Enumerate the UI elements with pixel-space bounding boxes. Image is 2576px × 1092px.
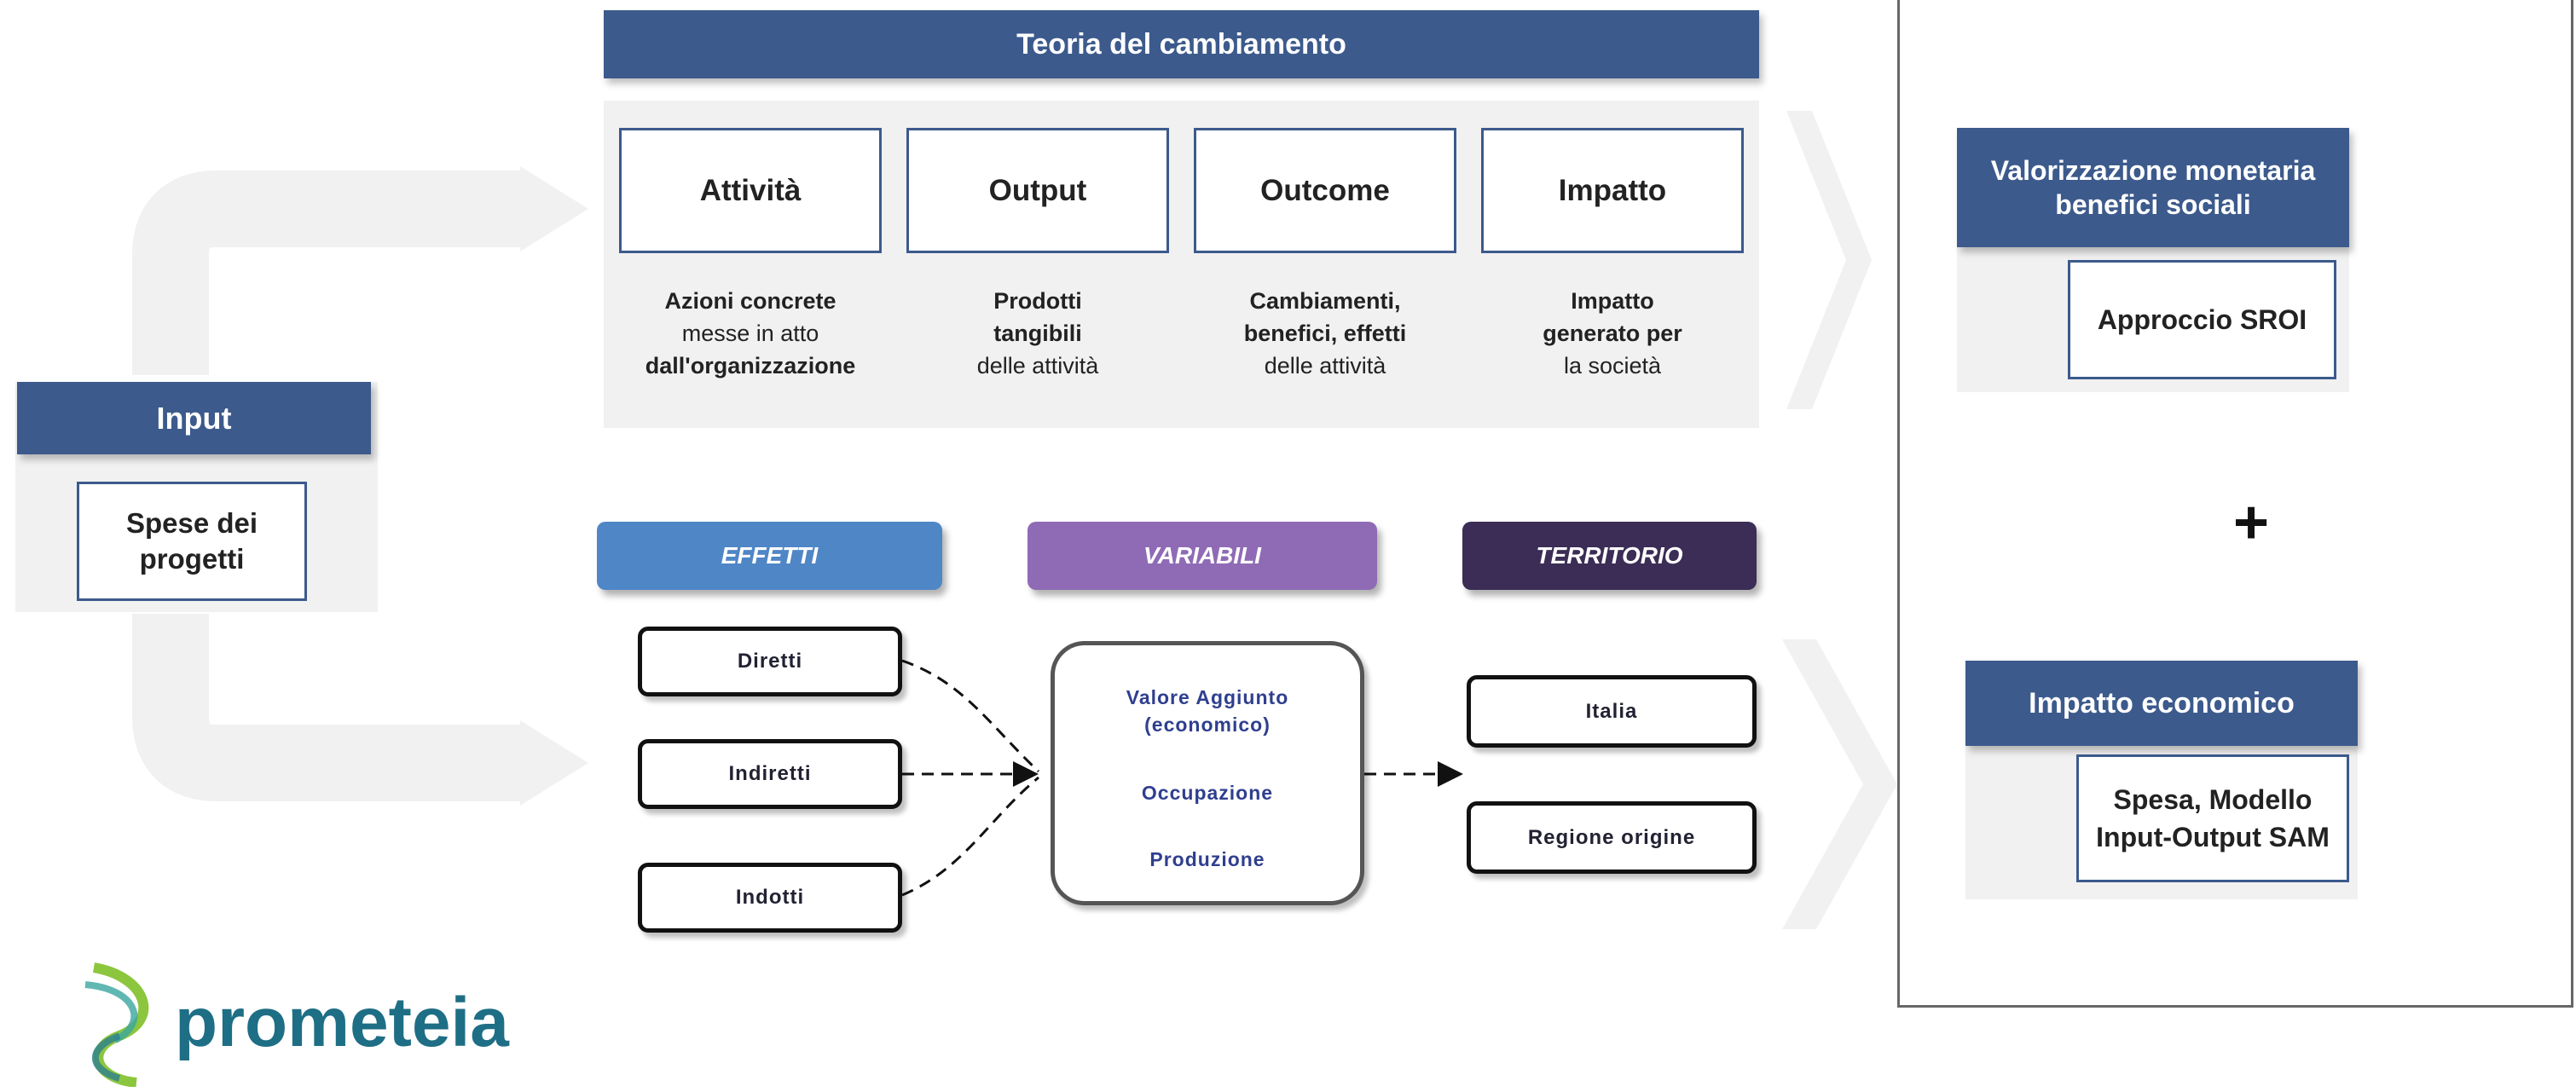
desc-line: delle attività [976, 353, 1099, 378]
variable-line: Valore Aggiunto [1126, 686, 1289, 708]
territory-italia-label: Italia [1585, 699, 1638, 723]
plus-sign: + [2232, 488, 2270, 557]
effect-indiretti-label: Indiretti [728, 762, 812, 785]
theory-of-change-title: Teoria del cambiamento [1016, 27, 1346, 61]
input-spese-box: Spese dei progetti [77, 482, 307, 601]
effect-indiretti-box: Indiretti [638, 739, 902, 809]
connector-diretti [901, 659, 1040, 773]
sroi-label: Approccio SROI [2097, 303, 2307, 335]
prometeia-logo-icon [84, 962, 149, 1087]
variables-box: Valore Aggiunto (economico) Occupazione … [1051, 641, 1364, 905]
territory-regione-box: Regione origine [1467, 801, 1757, 874]
economic-header-label: Impatto economico [2029, 686, 2295, 719]
territorio-pill: TERRITORIO [1462, 522, 1757, 590]
desc-line: dall'organizzazione [645, 353, 856, 378]
right-panel-frame [1897, 0, 2573, 1008]
desc-line: Azioni concrete [664, 288, 836, 314]
variable-line: (economico) [1144, 714, 1271, 736]
social-header-line2: benefici sociali [2055, 189, 2251, 220]
input-box-line1: Spese dei [125, 507, 258, 539]
economic-model-box: Spesa, Modello Input-Output SAM [2076, 754, 2349, 882]
sroi-box: Approccio SROI [2068, 260, 2336, 379]
variable-valore-aggiunto: Valore Aggiunto (economico) [1055, 684, 1360, 738]
input-header-label: Input [156, 400, 232, 436]
theory-of-change-header: Teoria del cambiamento [604, 10, 1759, 78]
variabili-label: VARIABILI [1143, 542, 1261, 569]
territory-italia-box: Italia [1467, 675, 1757, 748]
stage-output-label: Output [988, 173, 1087, 207]
stage-impatto-desc: Impatto generato per la società [1473, 285, 1752, 382]
effect-indotti-label: Indotti [735, 886, 805, 909]
desc-line: tangibili [993, 321, 1082, 346]
effect-diretti-box: Diretti [638, 627, 902, 696]
connector-indotti [901, 776, 1039, 897]
stage-attivita-label: Attività [699, 173, 802, 207]
stage-outcome-box: Outcome [1194, 128, 1456, 253]
variabili-pill: VARIABILI [1028, 522, 1377, 590]
territory-regione-label: Regione origine [1527, 825, 1696, 849]
desc-line: benefici, effetti [1243, 321, 1407, 346]
social-benefits-header: Valorizzazione monetaria benefici social… [1957, 128, 2349, 247]
desc-line: Prodotti [993, 288, 1082, 314]
economic-box-line2: Input-Output SAM [2096, 822, 2330, 852]
input-header: Input [17, 382, 371, 454]
economic-impact-header: Impatto economico [1965, 661, 2358, 746]
effect-indotti-box: Indotti [638, 863, 902, 933]
stage-output-desc: Prodotti tangibili delle attività [898, 285, 1178, 382]
stage-attivita-box: Attività [619, 128, 882, 253]
desc-line: generato per [1543, 321, 1682, 346]
stage-output-box: Output [906, 128, 1169, 253]
economic-box-line1: Spesa, Modello [2113, 784, 2313, 815]
stage-outcome-label: Outcome [1260, 173, 1390, 207]
desc-line: delle attività [1264, 353, 1386, 378]
effetti-pill: EFFETTI [597, 522, 942, 590]
desc-line: Cambiamenti, [1249, 288, 1401, 314]
stage-attivita-desc: Azioni concrete messe in atto dall'organ… [611, 285, 890, 382]
desc-line: messe in atto [681, 321, 819, 346]
social-header-line1: Valorizzazione monetaria [1990, 155, 2316, 186]
stage-outcome-desc: Cambiamenti, benefici, effetti delle att… [1185, 285, 1465, 382]
variable-produzione: Produzione [1149, 848, 1265, 870]
desc-line: la società [1563, 353, 1662, 378]
prometeia-logo-text: prometeia [175, 984, 509, 1061]
input-box-line2: progetti [139, 543, 245, 575]
stage-impatto-label: Impatto [1558, 173, 1667, 207]
effetti-label: EFFETTI [721, 542, 819, 569]
effect-diretti-label: Diretti [737, 650, 803, 673]
territorio-label: TERRITORIO [1536, 542, 1683, 569]
stage-impatto-box: Impatto [1481, 128, 1744, 253]
variable-occupazione: Occupazione [1141, 782, 1274, 804]
desc-line: Impatto [1571, 288, 1654, 314]
